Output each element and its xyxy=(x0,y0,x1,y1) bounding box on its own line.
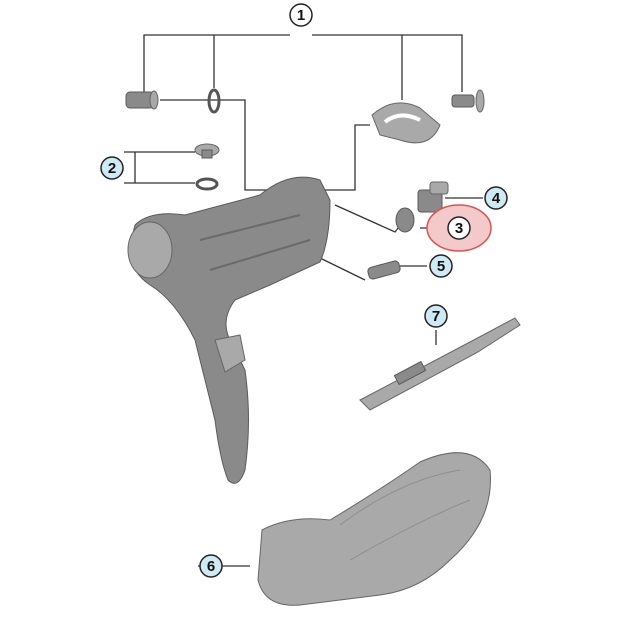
part-2-screw-washer xyxy=(194,143,220,191)
part-3-4-5 xyxy=(367,181,449,280)
callout-1[interactable]: 1 xyxy=(289,3,313,27)
part-6-hood xyxy=(257,452,491,606)
part-1-hardware xyxy=(125,88,485,144)
svg-text:6: 6 xyxy=(207,558,215,575)
svg-text:7: 7 xyxy=(432,308,440,325)
svg-text:3: 3 xyxy=(455,220,463,237)
callout-2[interactable]: 2 xyxy=(100,156,124,180)
callout-5[interactable]: 5 xyxy=(429,254,453,278)
svg-text:1: 1 xyxy=(297,7,305,24)
svg-text:2: 2 xyxy=(108,160,116,177)
callout-7[interactable]: 7 xyxy=(424,304,448,328)
svg-text:5: 5 xyxy=(437,258,445,275)
callout-4[interactable]: 4 xyxy=(484,186,508,210)
callout-3-highlighted[interactable]: 3 xyxy=(426,204,492,252)
svg-text:4: 4 xyxy=(492,190,501,207)
shift-lever-body xyxy=(127,176,331,484)
part-7-tool xyxy=(359,317,521,411)
callout-6[interactable]: 6 xyxy=(199,554,223,578)
